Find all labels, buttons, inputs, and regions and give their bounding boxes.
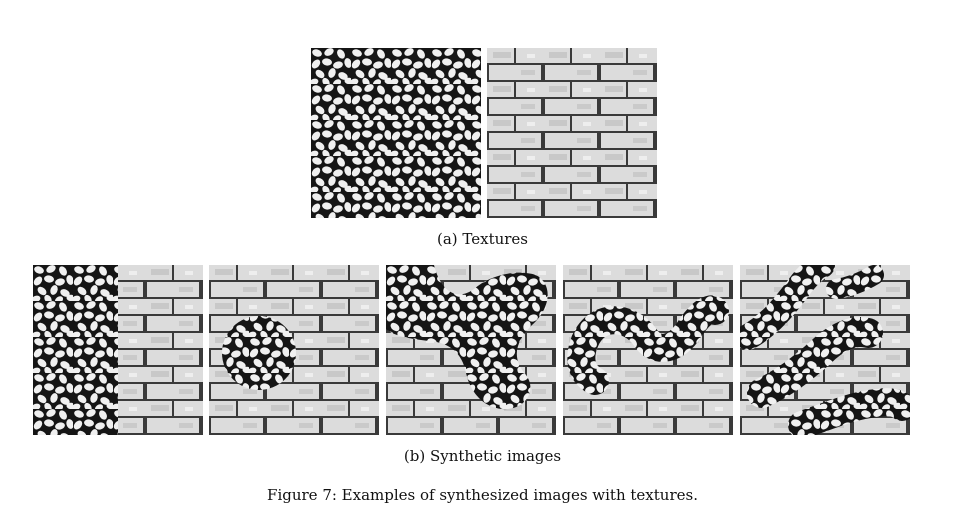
synthetic-two-curves	[740, 265, 910, 435]
figure-caption: Figure 7: Examples of synthesized images…	[267, 486, 698, 504]
subfigure-caption-b: (b) Synthetic images	[403, 447, 562, 465]
subfigure-caption-a: (a) Textures	[436, 230, 529, 248]
synthetic-blob	[386, 265, 556, 435]
brick-texture	[487, 48, 657, 218]
rice-texture	[311, 48, 481, 218]
synthetic-circle	[209, 265, 379, 435]
synthetic-left-half	[33, 265, 203, 435]
synthetic-curve	[563, 265, 733, 435]
